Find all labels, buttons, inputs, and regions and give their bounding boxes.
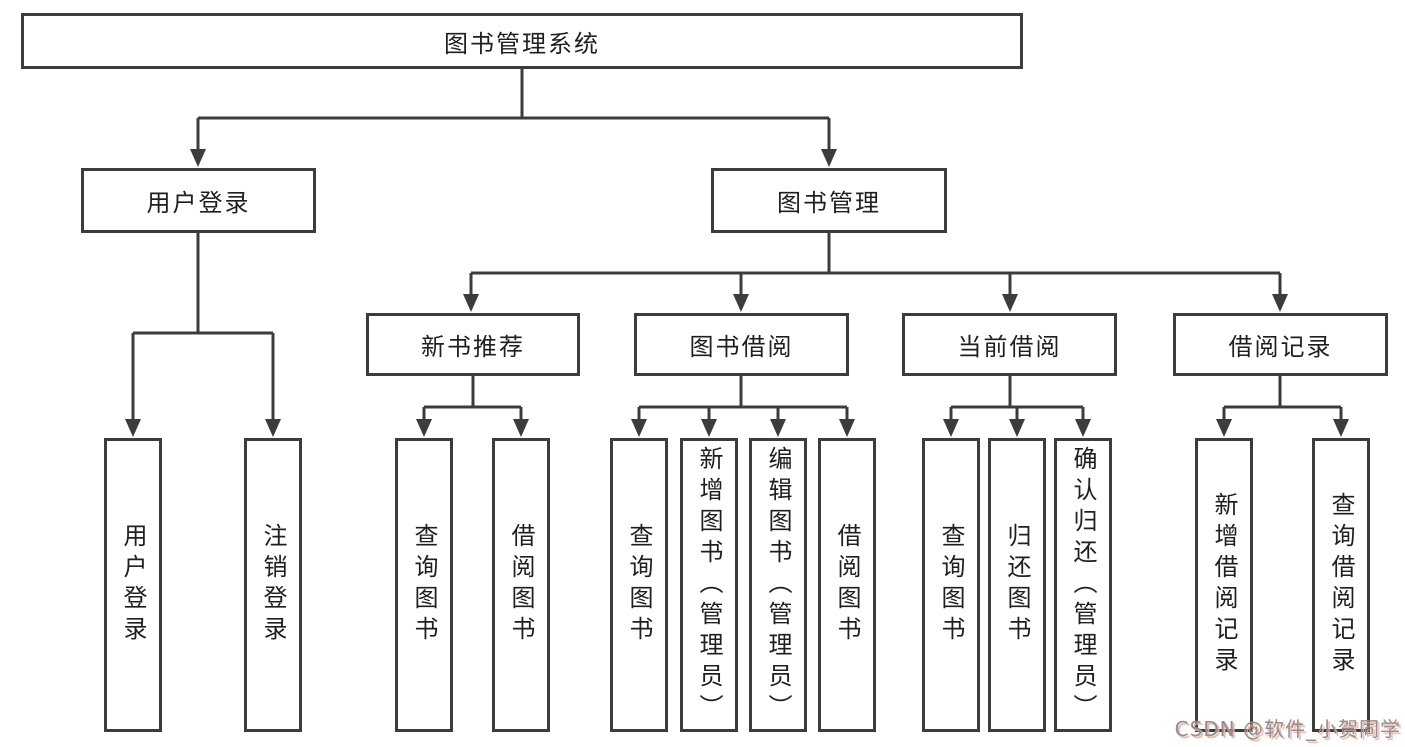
arrowhead-icon [463, 294, 479, 312]
arrowhead-icon [513, 419, 529, 437]
node-bb-borrow-book: 借阅图书 [818, 438, 876, 732]
arrowhead-icon [839, 419, 855, 437]
arrowhead-icon [943, 419, 959, 437]
csdn-watermark: CSDN @软件_小贺同学 [1174, 717, 1401, 741]
arrowhead-icon [701, 419, 717, 437]
node-current-borrow: 当前借阅 [902, 313, 1117, 376]
arrowhead-icon [1333, 419, 1349, 437]
arrowhead-icon [416, 419, 432, 437]
node-bb-edit-book: 编辑图书（管理员） [749, 438, 807, 732]
node-cb-query-book: 查询图书 [922, 438, 980, 732]
arrowhead-icon [1272, 294, 1288, 312]
node-login-logout: 注销登录 [244, 438, 302, 732]
node-cb-return-book: 归还图书 [988, 438, 1046, 732]
node-rec-query-book: 查询图书 [395, 438, 453, 732]
node-book-management: 图书管理 [711, 168, 947, 233]
node-new-book-recommend: 新书推荐 [366, 313, 580, 376]
arrowhead-icon [1002, 294, 1018, 312]
arrowhead-icon [770, 419, 786, 437]
arrowhead-icon [631, 419, 647, 437]
node-login-user-login: 用户登录 [104, 438, 162, 732]
arrowhead-icon [821, 149, 837, 167]
arrowhead-icon [1009, 419, 1025, 437]
arrowhead-icon [190, 149, 206, 167]
node-rec-borrow-book: 借阅图书 [492, 438, 550, 732]
arrowhead-icon [265, 419, 281, 437]
node-borrow-records: 借阅记录 [1173, 313, 1388, 376]
node-br-query-record: 查询借阅记录 [1312, 438, 1370, 732]
arrowhead-icon [125, 419, 141, 437]
arrowhead-icon [1216, 419, 1232, 437]
node-book-borrow: 图书借阅 [634, 313, 849, 376]
arrowhead-icon [733, 294, 749, 312]
node-bb-add-book: 新增图书（管理员） [680, 438, 738, 732]
node-root: 图书管理系统 [21, 13, 1023, 69]
node-cb-confirm-return: 确认归还（管理员） [1054, 438, 1112, 732]
node-bb-query-book: 查询图书 [610, 438, 668, 732]
arrowhead-icon [1075, 419, 1091, 437]
node-user-login: 用户登录 [81, 168, 316, 233]
node-br-add-record: 新增借阅记录 [1195, 438, 1253, 732]
